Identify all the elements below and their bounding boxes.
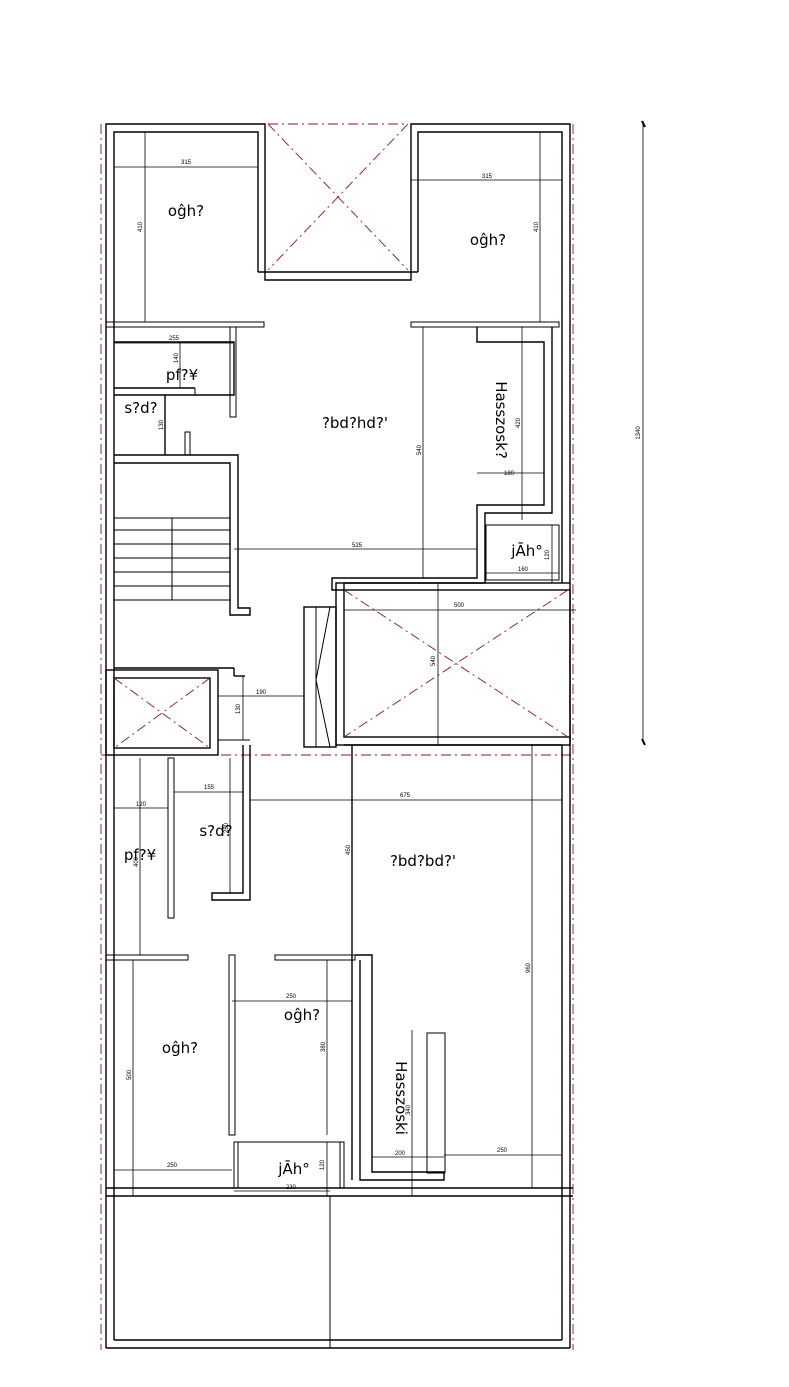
dim-130-a: 130: [159, 419, 165, 430]
room-label-hall-top: ?bd?hd?': [322, 414, 388, 432]
dim-120-b: 120: [136, 802, 147, 808]
dim-120-a: 120: [545, 549, 551, 560]
room-label-hall-bottom: ?bd?bd?': [390, 852, 456, 870]
staircase: [114, 517, 230, 601]
dim-130-b: 130: [236, 703, 242, 714]
outer-walls: [105, 123, 573, 1349]
room-label-balcony-bottom: jĀh°: [277, 1160, 309, 1178]
dim-155: 155: [204, 785, 215, 791]
room-label-bed-bottom-left: oĝh?: [162, 1039, 198, 1057]
room-label-wc-top: pf?¥: [166, 366, 198, 384]
room-label-kitchen-bottom: Hasszoski: [392, 1061, 410, 1135]
property-boundary: [100, 123, 574, 1350]
dim-675: 675: [400, 793, 411, 799]
dim-420: 420: [516, 417, 522, 428]
dim-160: 160: [518, 567, 529, 573]
dim-410-b: 410: [534, 221, 540, 232]
dim-450: 450: [346, 844, 352, 855]
dim-250-a: 250: [286, 994, 297, 1000]
dimension-labels: 315 410 315 410 255 140 130 540 420 180 …: [127, 160, 642, 1191]
dim-525: 525: [352, 543, 363, 549]
room-label-store-top: s?d?: [124, 399, 157, 417]
dim-315-b: 315: [482, 174, 493, 180]
dim-255: 255: [169, 336, 180, 342]
dim-230: 230: [286, 1185, 297, 1191]
dim-250-b: 250: [167, 1163, 178, 1169]
dim-960: 960: [526, 962, 532, 973]
dim-120-c: 120: [320, 1159, 326, 1170]
dim-250-c: 250: [497, 1148, 508, 1154]
dim-340: 340: [406, 1104, 412, 1115]
dim-180: 180: [504, 471, 515, 477]
room-label-balcony-top: jĀh°: [510, 542, 542, 560]
room-label-bed-top-left: oĝh?: [168, 202, 204, 220]
dim-380: 380: [321, 1041, 327, 1052]
room-label-bed-bottom-mid: oĝh?: [284, 1006, 320, 1024]
top-void: [267, 123, 409, 271]
room-labels: oĝh? oĝh? ?bd?hd?' pf?¥ s?d? Hasszosk? j…: [124, 202, 543, 1178]
room-label-bed-top-right: oĝh?: [470, 231, 506, 249]
dim-500-b: 500: [127, 1069, 133, 1080]
dimension-lines: [114, 120, 646, 1196]
dim-140: 140: [174, 352, 180, 363]
dim-190: 190: [256, 690, 267, 696]
dim-280: 280: [224, 822, 230, 833]
small-void: [105, 669, 250, 756]
dim-540-a: 540: [417, 444, 423, 455]
dim-315-a: 315: [181, 160, 192, 166]
dim-410-a: 410: [138, 221, 144, 232]
bottom-internal-walls: [105, 744, 562, 1189]
dim-1340: 1340: [636, 426, 642, 440]
middle-void: [303, 582, 571, 748]
room-label-kitchen-top: Hasszosk?: [492, 381, 510, 459]
room-label-store-bottom: s?d?: [199, 822, 232, 840]
room-label-wc-bottom: pf?¥: [124, 846, 156, 864]
dim-400: 400: [134, 856, 140, 867]
dim-540-b: 540: [431, 655, 437, 666]
dim-200: 200: [395, 1151, 406, 1157]
dim-500-a: 500: [454, 603, 465, 609]
